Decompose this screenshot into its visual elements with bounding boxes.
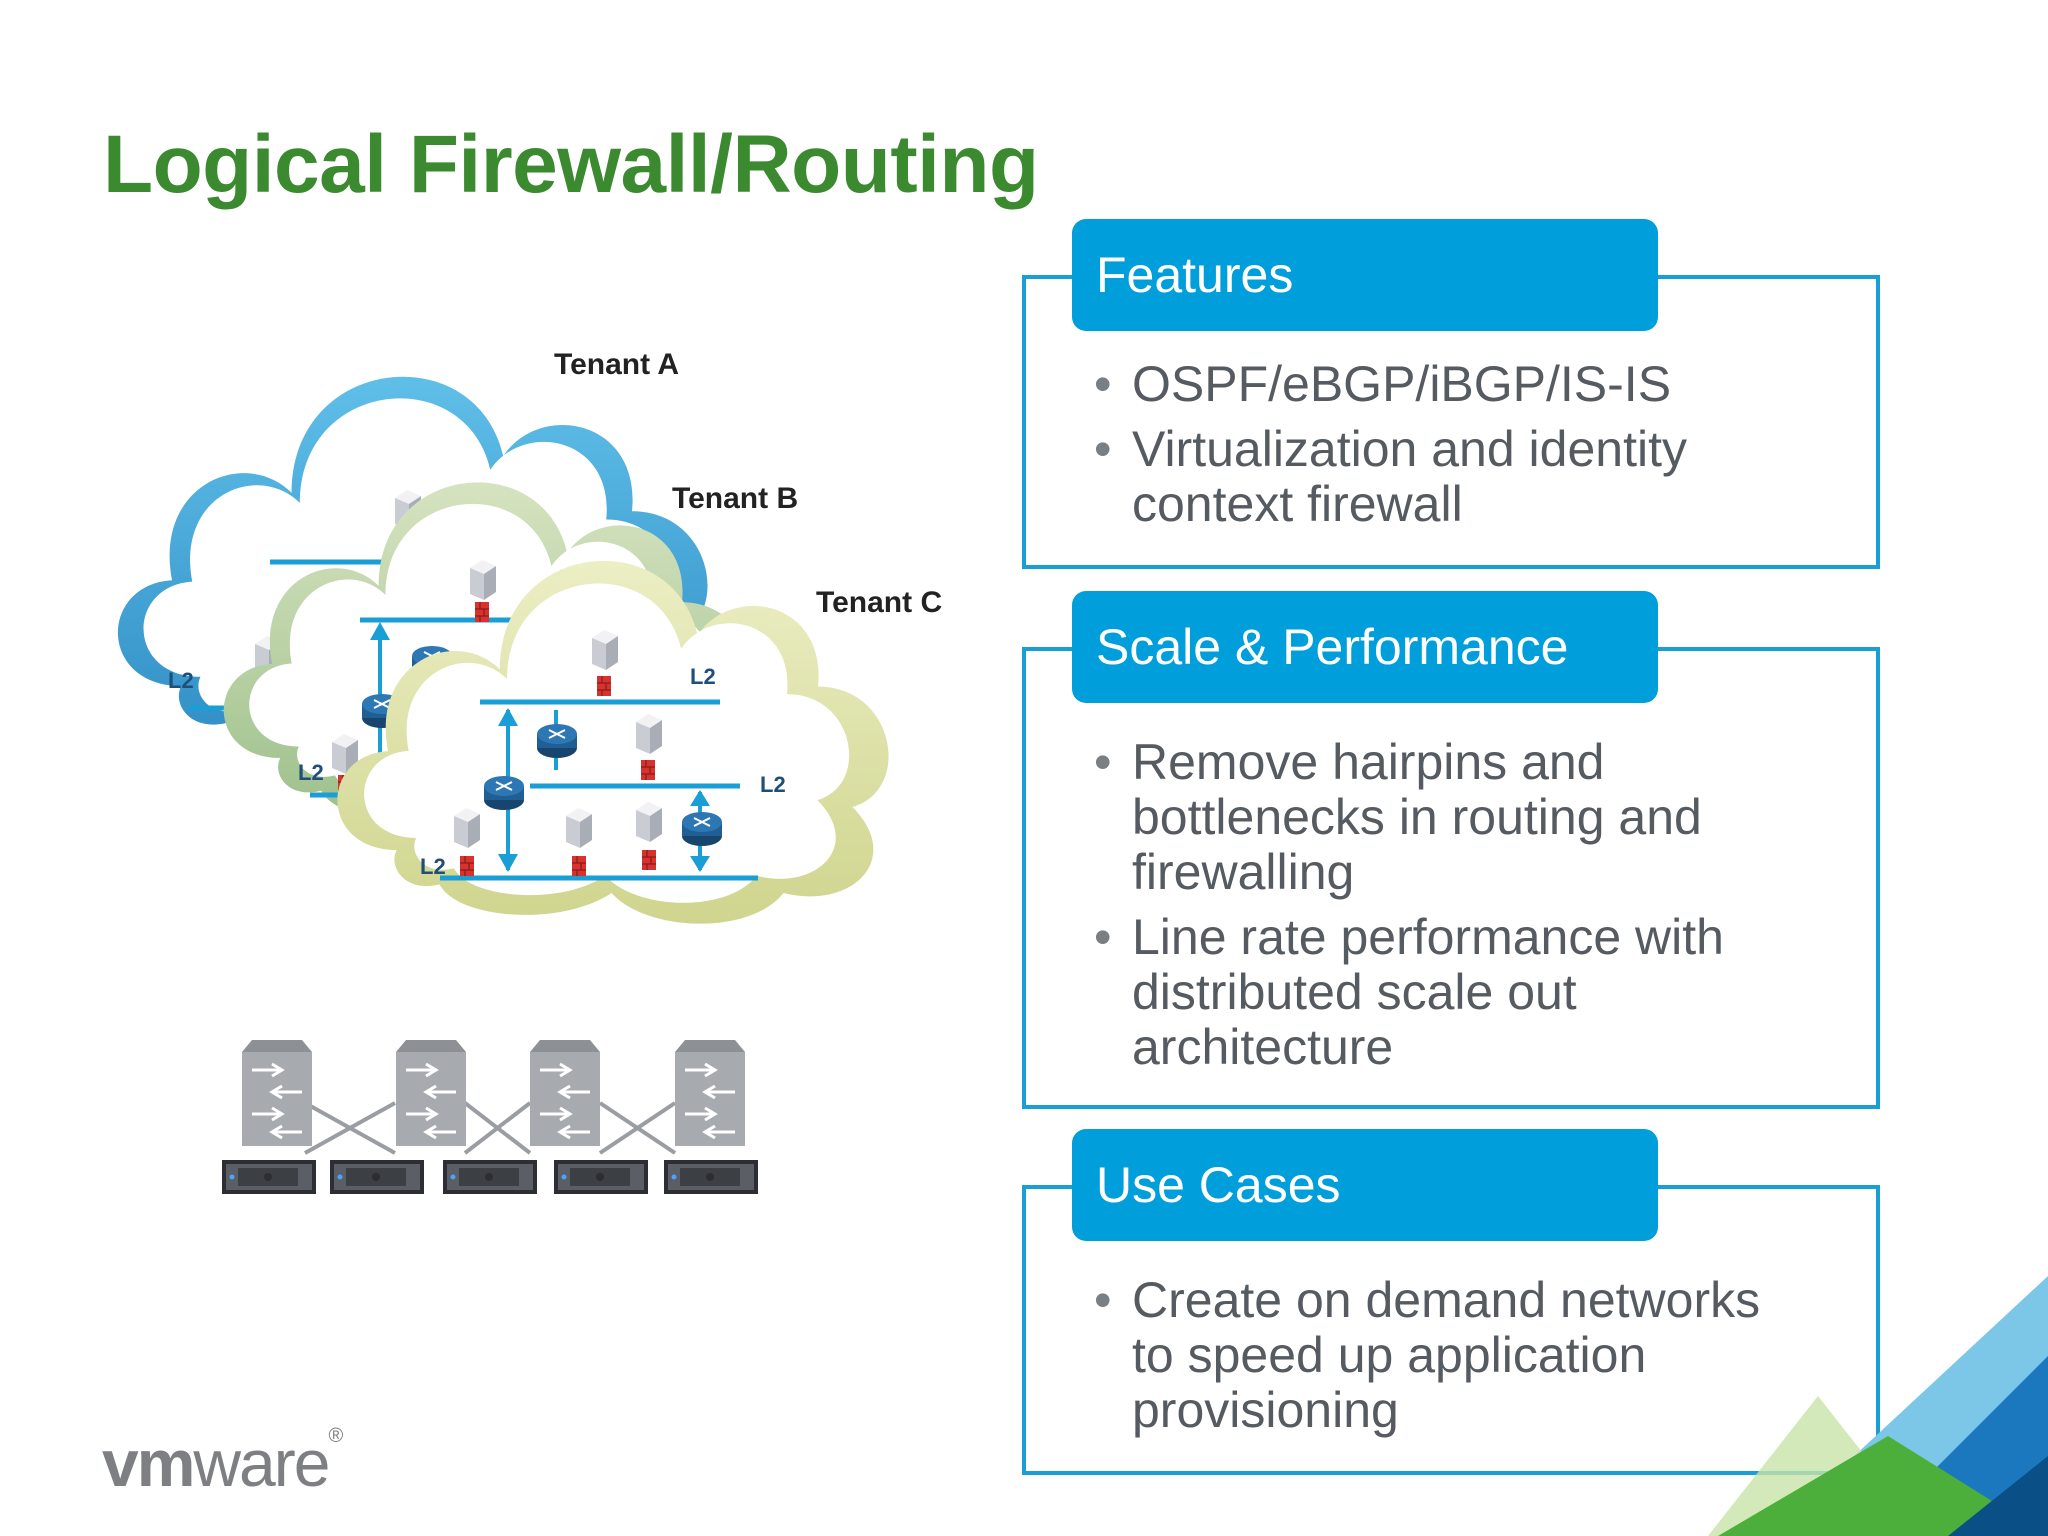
l2-label-c2: L2 xyxy=(760,772,786,797)
physical-switch-fabric xyxy=(240,1038,747,1155)
server-rack-row xyxy=(222,1160,758,1194)
features-header: Features xyxy=(1072,219,1658,331)
tenant-a-label: Tenant A xyxy=(554,348,679,381)
tenant-network-diagram: Tenant A L2 Tenant B L2 Tenant C L2 L2 L… xyxy=(117,348,942,1194)
use-cases-header: Use Cases xyxy=(1072,1129,1658,1241)
scale-performance-section: Scale & Performance •Remove hairpins and… xyxy=(1022,591,1880,1109)
list-item: •OSPF/eBGP/iBGP/IS-IS xyxy=(1094,356,1672,412)
vmware-logo: vmware® xyxy=(102,1425,344,1500)
l2-label-c1: L2 xyxy=(690,664,716,689)
corner-decoration xyxy=(1708,1276,2048,1536)
l2-label-a: L2 xyxy=(168,668,194,693)
features-section: Features •OSPF/eBGP/iBGP/IS-IS •Virtuali… xyxy=(1022,219,1880,569)
scale-performance-header: Scale & Performance xyxy=(1072,591,1658,703)
tenant-b-label: Tenant B xyxy=(672,482,798,515)
tenant-c-label: Tenant C xyxy=(816,586,942,619)
l2-label-c3: L2 xyxy=(420,854,446,879)
features-list: •OSPF/eBGP/iBGP/IS-IS •Virtualization an… xyxy=(1094,357,1854,542)
slide-title: Logical Firewall/Routing xyxy=(103,119,1039,210)
l2-label-b: L2 xyxy=(298,760,324,785)
